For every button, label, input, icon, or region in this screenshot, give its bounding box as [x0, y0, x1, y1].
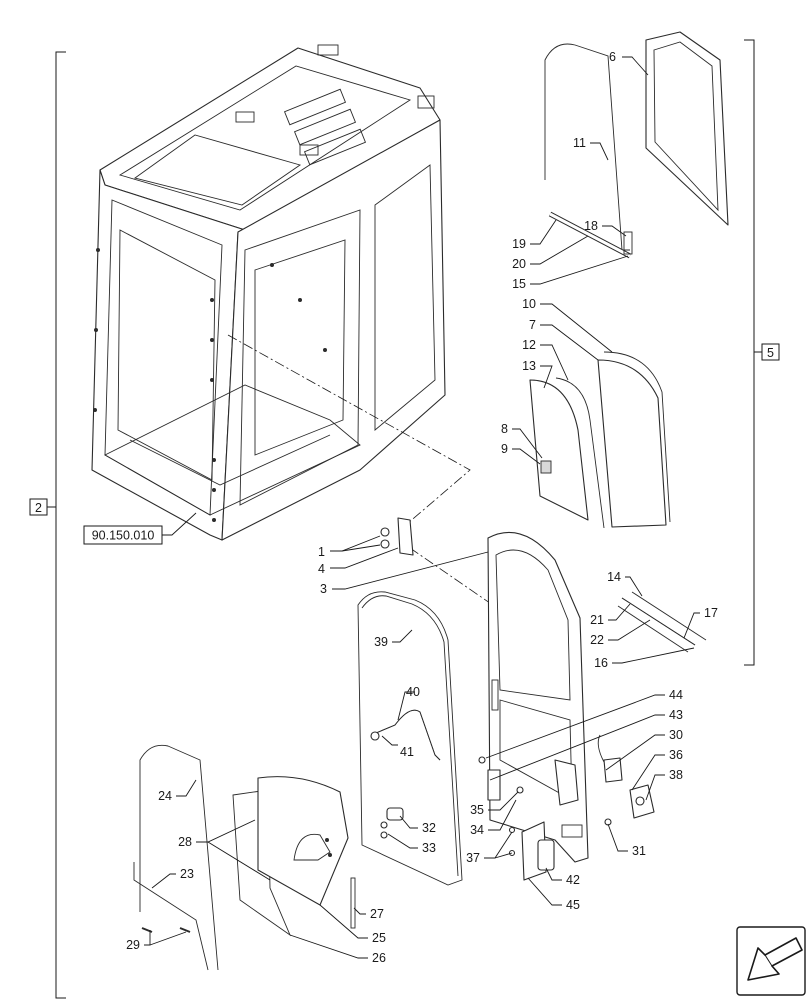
- callout-14: 14: [607, 570, 621, 584]
- callout-33: 33: [422, 841, 436, 855]
- callout-17: 17: [704, 606, 718, 620]
- callout-6: 6: [609, 50, 616, 64]
- callout-3: 3: [320, 582, 327, 596]
- callout-45: 45: [566, 898, 580, 912]
- door-fittings: [478, 756, 555, 881]
- callout-18: 18: [584, 219, 598, 233]
- callout-29: 29: [126, 938, 140, 952]
- callout-38: 38: [669, 768, 683, 782]
- callout-20: 20: [512, 257, 526, 271]
- callout-19: 19: [512, 237, 526, 251]
- group-bracket-right: 5: [744, 39, 780, 666]
- weatherstrip-set: [617, 591, 707, 653]
- callout-27: 27: [370, 907, 384, 921]
- window-frame-6: [645, 31, 729, 226]
- callout-42: 42: [566, 873, 580, 887]
- callout-22: 22: [590, 633, 604, 647]
- callout-24: 24: [158, 789, 172, 803]
- callout-34: 34: [470, 823, 484, 837]
- callout-36: 36: [669, 748, 683, 762]
- callout-26: 26: [372, 951, 386, 965]
- callout-23: 23: [180, 867, 194, 881]
- door-3: [487, 531, 589, 863]
- callout-11: 11: [573, 136, 586, 150]
- latch-32-33: [380, 807, 404, 839]
- cab-frame: [91, 44, 446, 541]
- seal-39: [357, 591, 463, 886]
- callout-43: 43: [669, 708, 683, 722]
- glass-panels: [529, 351, 671, 529]
- callout-21: 21: [590, 613, 604, 627]
- previous-page-button[interactable]: [736, 926, 806, 996]
- callout-37: 37: [466, 851, 480, 865]
- callout-32: 32: [422, 821, 436, 835]
- callout-9: 9: [501, 442, 508, 456]
- lock-30: [597, 734, 623, 783]
- callout-7: 7: [529, 318, 536, 332]
- callout-10: 10: [522, 297, 536, 311]
- group-label-right: 5: [767, 346, 774, 360]
- leader-lines: [144, 56, 700, 959]
- callout-1: 1: [318, 545, 325, 559]
- callout-13: 13: [522, 359, 536, 373]
- group-label-left: 2: [35, 501, 42, 515]
- callout-8: 8: [501, 422, 508, 436]
- callout-40: 40: [406, 685, 420, 699]
- callout-28: 28: [178, 835, 192, 849]
- rail-set: [548, 211, 633, 259]
- callout-4: 4: [318, 562, 325, 576]
- callout-labels: 1 3 4 6 7 8 9 10 11 12 13 14 15 16 17 18…: [126, 50, 718, 965]
- glass-25: [257, 776, 349, 906]
- group-bracket-left: 2: [29, 51, 66, 999]
- reference-code: 90.150.010: [92, 529, 155, 543]
- seal-24: [133, 744, 219, 971]
- callout-16: 16: [594, 656, 608, 670]
- callout-25: 25: [372, 931, 386, 945]
- seal-11: [544, 43, 630, 251]
- callout-39: 39: [374, 635, 388, 649]
- callout-44: 44: [669, 688, 683, 702]
- callout-30: 30: [669, 728, 683, 742]
- handle-40: [370, 709, 441, 761]
- callout-15: 15: [512, 277, 526, 291]
- latch-9: [540, 460, 552, 474]
- hinge-assembly: [380, 517, 414, 556]
- callout-31: 31: [632, 844, 646, 858]
- strip-27: [350, 877, 356, 929]
- reference-box[interactable]: 90.150.010: [83, 512, 197, 545]
- callout-41: 41: [400, 745, 414, 759]
- assembly-leader-cab: [227, 334, 471, 531]
- callout-12: 12: [522, 338, 536, 352]
- lock-36-38: [629, 784, 655, 819]
- callout-35: 35: [470, 803, 484, 817]
